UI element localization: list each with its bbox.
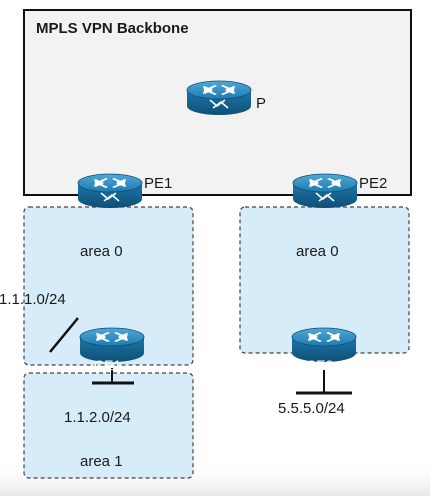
area-label-left-top: area 0 — [80, 243, 123, 260]
router-pe2 — [292, 173, 358, 209]
network-label-3: 5.5.5.0/24 — [278, 400, 345, 417]
router-label-pe1: PE1 — [144, 175, 172, 192]
router-p — [186, 80, 252, 116]
network-label-1: 1.1.1.0/24 — [0, 291, 66, 308]
router-icon — [292, 173, 358, 209]
router-icon — [77, 173, 143, 209]
router-label-p: P — [256, 95, 266, 112]
router-icon — [186, 80, 252, 116]
area-box-left-bottom — [23, 372, 194, 479]
area-label-right-top: area 0 — [296, 243, 339, 260]
router-label-ce2: CE2 — [306, 357, 333, 373]
lan-line-1 — [49, 317, 79, 353]
backbone-title: MPLS VPN Backbone — [36, 20, 189, 37]
router-label-pe2: PE2 — [359, 175, 387, 192]
router-pe1 — [77, 173, 143, 209]
area-label-left-bottom: area 1 — [80, 453, 123, 470]
network-label-2: 1.1.2.0/24 — [64, 409, 131, 426]
router-label-ce1: CE1 — [94, 357, 121, 373]
